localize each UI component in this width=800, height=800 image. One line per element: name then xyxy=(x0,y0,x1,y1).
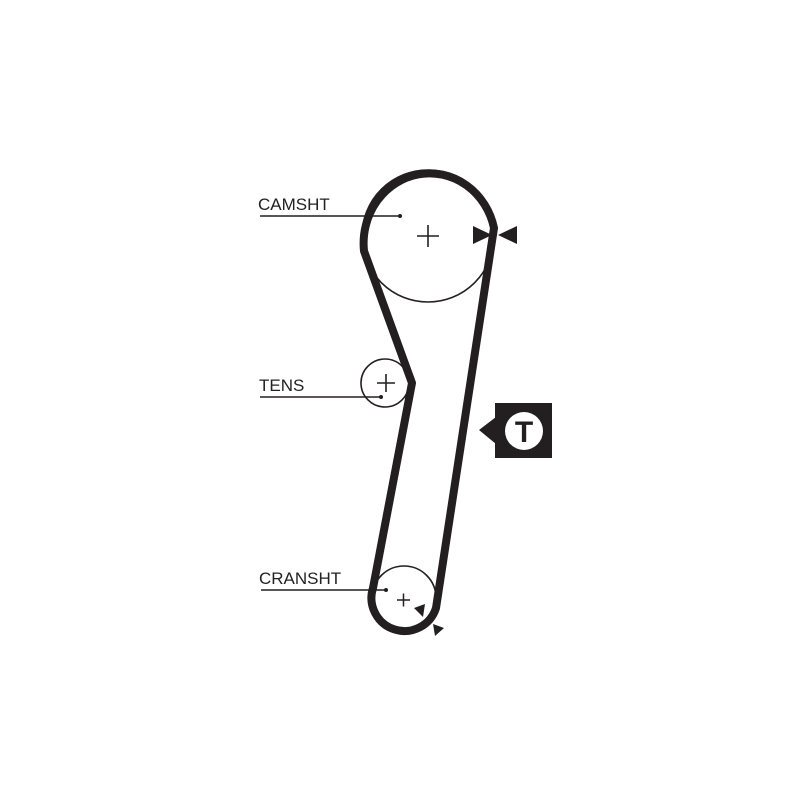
crankshaft-center-mark xyxy=(397,593,410,607)
crankshaft-leader xyxy=(261,588,388,592)
tension-check-marker: T xyxy=(479,403,552,458)
tensioner-label: TENS xyxy=(259,376,304,395)
tension-marker-letter: T xyxy=(515,416,533,449)
crankshaft-timing-mark-inner xyxy=(414,604,425,617)
crankshaft-label: CRANSHT xyxy=(259,569,341,588)
tension-marker-badge xyxy=(505,412,543,450)
tensioner-leader xyxy=(260,395,383,399)
camshaft-label: CAMSHT xyxy=(258,195,330,214)
timing-belt xyxy=(359,169,498,636)
camshaft-timing-mark-left xyxy=(473,226,492,244)
camshaft-leader xyxy=(260,214,402,218)
tension-marker-pointer xyxy=(479,417,496,444)
crankshaft-timing-mark-outer xyxy=(433,624,444,636)
camshaft-center-mark xyxy=(417,225,439,247)
tensioner-center-mark xyxy=(377,374,395,392)
camshaft-timing-mark-right xyxy=(498,226,517,244)
